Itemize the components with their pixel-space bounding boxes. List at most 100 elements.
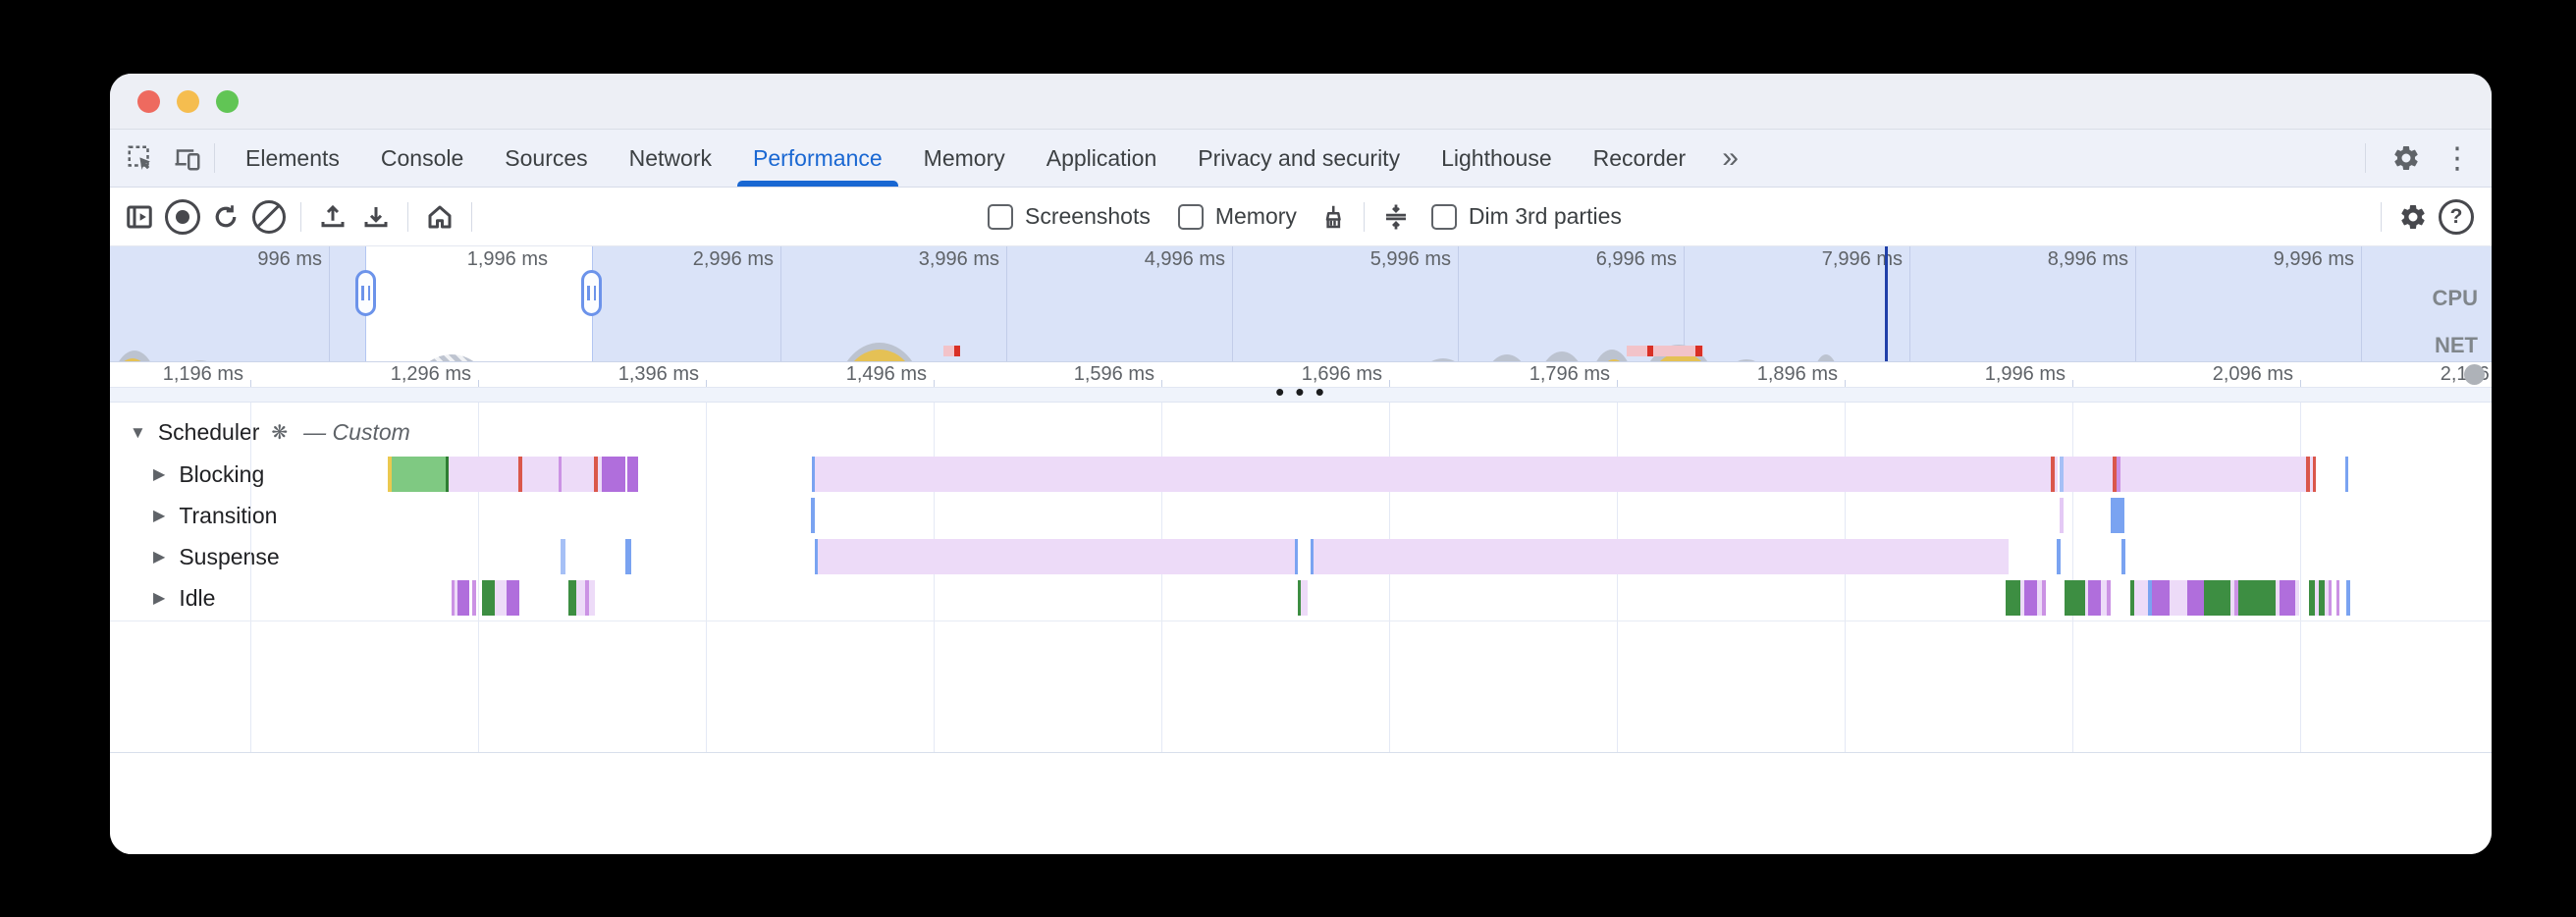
expand-triangle-icon[interactable]: ▶ — [153, 590, 166, 607]
tab-lighthouse[interactable]: Lighthouse — [1441, 144, 1552, 171]
flame-bar-segment-transition[interactable] — [2111, 498, 2124, 533]
flame-bar-segment-blocking[interactable] — [815, 457, 2051, 492]
flame-bar-segment-suspense[interactable] — [1295, 539, 1298, 574]
flame-bar-segment-blocking[interactable] — [2060, 457, 2064, 492]
selection-handle-left[interactable] — [355, 270, 376, 316]
flame-bar-segment-suspense[interactable] — [815, 539, 818, 574]
flame-bar-segment-idle[interactable] — [2238, 580, 2276, 616]
flame-bar-segment-suspense[interactable] — [1311, 539, 1314, 574]
checkbox-box[interactable] — [1177, 203, 1204, 230]
screenshots-checkbox[interactable]: Screenshots — [988, 203, 1151, 230]
flame-bar-segment-blocking[interactable] — [627, 457, 638, 492]
flame-bar-segment-suspense[interactable] — [2057, 539, 2061, 574]
flame-bar-segment-transition[interactable] — [811, 498, 815, 533]
flame-bar-segment-idle[interactable] — [2230, 580, 2234, 616]
flame-bar-segment-idle[interactable] — [2085, 580, 2088, 616]
flame-bar-segment-idle[interactable] — [2101, 580, 2107, 616]
flame-bar-segment-blocking[interactable] — [598, 457, 602, 492]
flame-bar-segment-blocking[interactable] — [2306, 457, 2310, 492]
collapse-triangle-icon[interactable]: ▼ — [130, 422, 146, 442]
checkbox-box[interactable] — [1430, 203, 1457, 230]
flame-bar-segment-idle[interactable] — [2134, 580, 2148, 616]
upload-profile-icon[interactable] — [311, 195, 354, 239]
track-header-scheduler[interactable]: ▼ Scheduler ❋ — Custom — [130, 419, 410, 446]
flame-bar-segment-blocking[interactable] — [2117, 457, 2120, 492]
checkbox-box[interactable] — [988, 203, 1013, 230]
flame-bar-segment-blocking[interactable] — [562, 457, 594, 492]
toggle-device-toolbar-icon[interactable] — [171, 141, 204, 175]
selection-handle-right[interactable] — [581, 270, 602, 316]
flame-bar-segment-idle[interactable] — [2148, 580, 2152, 616]
flame-bar-segment-idle[interactable] — [2309, 580, 2315, 616]
flame-chart[interactable]: ▼ Scheduler ❋ — Custom ▶ Blocking ▶ Tran… — [110, 403, 2492, 753]
overview-selection-window[interactable] — [365, 246, 593, 361]
track-row-transition[interactable]: ▶ Transition — [153, 502, 278, 528]
flame-bar-segment-idle[interactable] — [2295, 580, 2299, 616]
flame-bar-segment-idle[interactable] — [1298, 580, 1301, 616]
flame-bar-segment-suspense[interactable] — [1314, 539, 2009, 574]
tab-performance[interactable]: Performance — [732, 130, 903, 187]
flame-bar-segment-idle[interactable] — [495, 580, 507, 616]
flame-bar-segment-idle[interactable] — [2234, 580, 2238, 616]
flame-bar-segment-blocking[interactable] — [449, 457, 518, 492]
flame-bar-segment-idle[interactable] — [2280, 580, 2295, 616]
tab-sources[interactable]: Sources — [505, 144, 588, 171]
flame-bar-segment-idle[interactable] — [2020, 580, 2024, 616]
tab-elements[interactable]: Elements — [245, 144, 340, 171]
tab-privacy-and-security[interactable]: Privacy and security — [1198, 144, 1401, 171]
flame-bar-segment-blocking[interactable] — [392, 457, 446, 492]
flame-bar-segment-blocking[interactable] — [2345, 457, 2348, 492]
flame-bar-segment-blocking[interactable] — [2064, 457, 2113, 492]
flame-bar-segment-idle[interactable] — [2037, 580, 2042, 616]
flame-bar-segment-blocking[interactable] — [812, 457, 815, 492]
overview-resize-drag-handle[interactable]: • • • — [110, 379, 2492, 405]
collapse-flame-arrows-icon[interactable] — [1374, 195, 1418, 239]
flame-bar-segment-blocking[interactable] — [446, 457, 449, 492]
download-profile-icon[interactable] — [354, 195, 398, 239]
flame-bar-segment-blocking[interactable] — [559, 457, 562, 492]
flame-bar-segment-idle[interactable] — [2130, 580, 2134, 616]
flame-bar-segment-suspense[interactable] — [625, 539, 631, 574]
flame-bar-segment-idle[interactable] — [2325, 580, 2329, 616]
dim-third-parties-checkbox[interactable]: Dim 3rd parties — [1430, 203, 1622, 230]
record-button[interactable] — [161, 195, 204, 239]
flame-bar-segment-idle[interactable] — [576, 580, 585, 616]
flame-bar-segment-blocking[interactable] — [602, 457, 625, 492]
flame-bar-segment-idle[interactable] — [2329, 580, 2332, 616]
flame-bar-segment-suspense[interactable] — [2121, 539, 2125, 574]
track-row-suspense[interactable]: ▶ Suspense — [153, 543, 280, 569]
flame-bar-segment-idle[interactable] — [482, 580, 495, 616]
clear-recording-icon[interactable] — [247, 195, 291, 239]
flame-bar-segment-transition[interactable] — [2060, 498, 2064, 533]
flame-bar-segment-idle[interactable] — [2107, 580, 2111, 616]
flame-bar-segment-blocking[interactable] — [388, 457, 392, 492]
tab-console[interactable]: Console — [380, 144, 464, 171]
track-row-blocking[interactable]: ▶ Blocking — [153, 460, 265, 487]
playhead-cursor[interactable] — [1885, 246, 1888, 361]
flame-bar-segment-blocking[interactable] — [2055, 457, 2058, 492]
scrollbar-thumb[interactable] — [2464, 364, 2485, 385]
flame-bar-segment-blocking[interactable] — [594, 457, 598, 492]
flame-bar-segment-idle[interactable] — [2152, 580, 2170, 616]
flame-bar-segment-idle[interactable] — [2042, 580, 2046, 616]
flame-bar-segment-idle[interactable] — [472, 580, 476, 616]
tab-memory[interactable]: Memory — [923, 144, 1005, 171]
flame-bar-segment-blocking[interactable] — [2313, 457, 2316, 492]
flame-bar-segment-idle[interactable] — [507, 580, 519, 616]
flame-bar-segment-idle[interactable] — [2315, 580, 2319, 616]
tab-application[interactable]: Application — [1046, 144, 1157, 171]
expand-triangle-icon[interactable]: ▶ — [153, 549, 166, 566]
flame-bar-segment-idle[interactable] — [589, 580, 595, 616]
expand-triangle-icon[interactable]: ▶ — [153, 508, 166, 524]
flame-bar-segment-idle[interactable] — [2276, 580, 2280, 616]
flame-bar-segment-idle[interactable] — [568, 580, 576, 616]
flame-bar-segment-blocking[interactable] — [2051, 457, 2055, 492]
flame-bar-segment-idle[interactable] — [2170, 580, 2187, 616]
inspect-element-icon[interactable] — [124, 141, 157, 175]
flame-bar-segment-blocking[interactable] — [518, 457, 522, 492]
capture-settings-gear-icon[interactable] — [2391, 195, 2435, 239]
minimize-window-button[interactable] — [177, 90, 199, 113]
flame-bar-segment-idle[interactable] — [2204, 580, 2230, 616]
flame-bar-segment-blocking[interactable] — [2113, 457, 2117, 492]
maximize-window-button[interactable] — [216, 90, 239, 113]
